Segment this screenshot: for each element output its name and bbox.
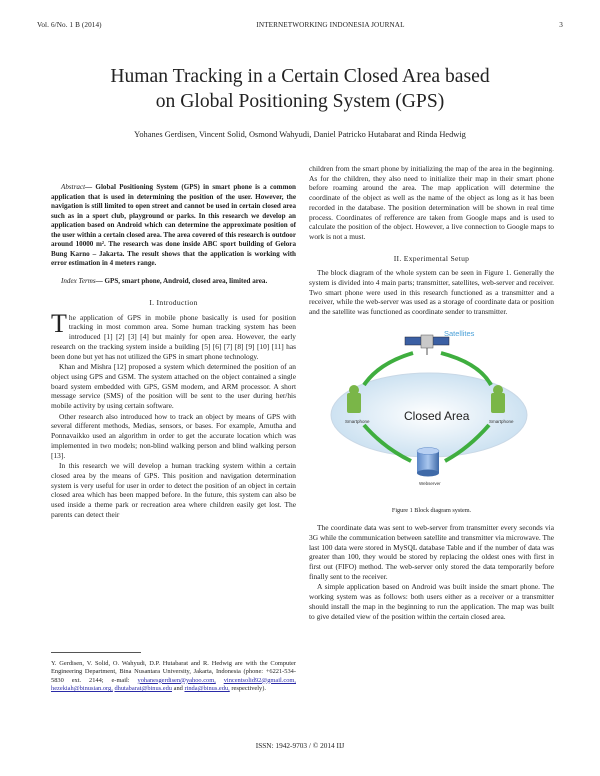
abstract-text: — Global Positioning System (GPS) in sma…: [51, 183, 296, 267]
author-list: Yohanes Gerdisen, Vincent Solid, Osmond …: [134, 130, 466, 139]
block-diagram-figure: Satellites Smartphone Smartphone Closed …: [330, 329, 528, 486]
smartphone-right-icon: [491, 384, 505, 413]
smartphone-left-label: Smartphone: [345, 419, 370, 424]
page-number: 3: [559, 21, 563, 29]
section-heading-introduction: I. Introduction: [149, 298, 198, 307]
figure-caption: Figure 1 Block diagram system.: [391, 506, 472, 514]
right-column: children from the smart phone by initial…: [309, 164, 554, 622]
webserver-database-icon: [416, 447, 440, 477]
email-link-5[interactable]: rinda@binus.edu,: [184, 684, 230, 692]
volume-info: Vol. 6/No. 1 B (2014): [37, 21, 102, 29]
index-terms-label: Index Terms: [61, 276, 96, 285]
paper-title: Human Tracking in a Certain Closed Area …: [40, 64, 560, 114]
index-terms-text: — GPS, smart phone, Android, closed area…: [95, 276, 268, 285]
arrow-left-server: [362, 423, 412, 463]
email-link-3[interactable]: hezekiah@binusian.org,: [51, 684, 113, 692]
abstract-label: Abstract: [61, 183, 86, 191]
drop-cap: T: [51, 308, 67, 338]
arrow-satellite-right: [440, 350, 493, 386]
author-footnote: Y. Gerdisen, V. Solid, O. Wahyudi, D.P. …: [51, 660, 296, 693]
smartphone-left-icon: [347, 384, 361, 413]
intro-paragraph-3: Other research also introduced how to tr…: [51, 411, 296, 460]
setup-paragraph-3: A simple application based on Android wa…: [309, 582, 554, 621]
footnote-rule: [51, 652, 141, 653]
intro-p1-text: he application of GPS in mobile phone ba…: [51, 312, 296, 361]
footnote-tail: respectively).: [231, 684, 266, 692]
left-column: Abstract— Global Positioning System (GPS…: [51, 183, 296, 520]
satellite-icon: [404, 334, 450, 355]
setup-paragraph-2: The coordinate data was sent to web-serv…: [309, 523, 554, 581]
section-heading-experimental-setup: II. Experimental Setup: [393, 253, 470, 263]
arrow-right-server: [444, 423, 491, 463]
email-link-2[interactable]: vincentsolid92@gmail.com,: [223, 676, 296, 684]
running-header: Vol. 6/No. 1 B (2014) INTERNETWORKING IN…: [37, 21, 563, 33]
abstract: Abstract— Global Positioning System (GPS…: [51, 183, 296, 269]
index-terms: Index Terms— GPS, smart phone, Android, …: [51, 277, 296, 287]
satellites-label: Satellites: [444, 329, 475, 338]
email-link-4[interactable]: dhutabarat@binus.edu: [114, 684, 172, 692]
webserver-label: Webserver: [419, 481, 441, 486]
footnote-text: Y. Gerdisen, V. Solid, O. Wahyudi, D.P. …: [51, 660, 296, 684]
intro-paragraph-2: Khan and Mishra [12] proposed a system w…: [51, 362, 296, 411]
closed-area-label: Closed Area: [404, 409, 470, 423]
setup-paragraph-1: The block diagram of the whole system ca…: [309, 268, 554, 317]
smartphone-right-label: Smartphone: [489, 419, 514, 424]
intro-paragraph-4: In this research we will develop a human…: [51, 461, 296, 519]
page-footer: ISSN: 1942-9703 / © 2014 IIJ: [255, 741, 345, 750]
footnote-and: and: [173, 684, 183, 692]
title-line-1: Human Tracking in a Certain Closed Area …: [110, 66, 490, 87]
email-link-1[interactable]: yohanesgerdisen@yahoo.com,: [137, 676, 216, 684]
journal-name: INTERNETWORKING INDONESIA JOURNAL: [256, 21, 405, 29]
right-paragraph-0: children from the smart phone by initial…: [309, 164, 554, 241]
title-line-2: on Global Positioning System (GPS): [155, 91, 445, 112]
arrow-satellite-left: [362, 350, 414, 387]
